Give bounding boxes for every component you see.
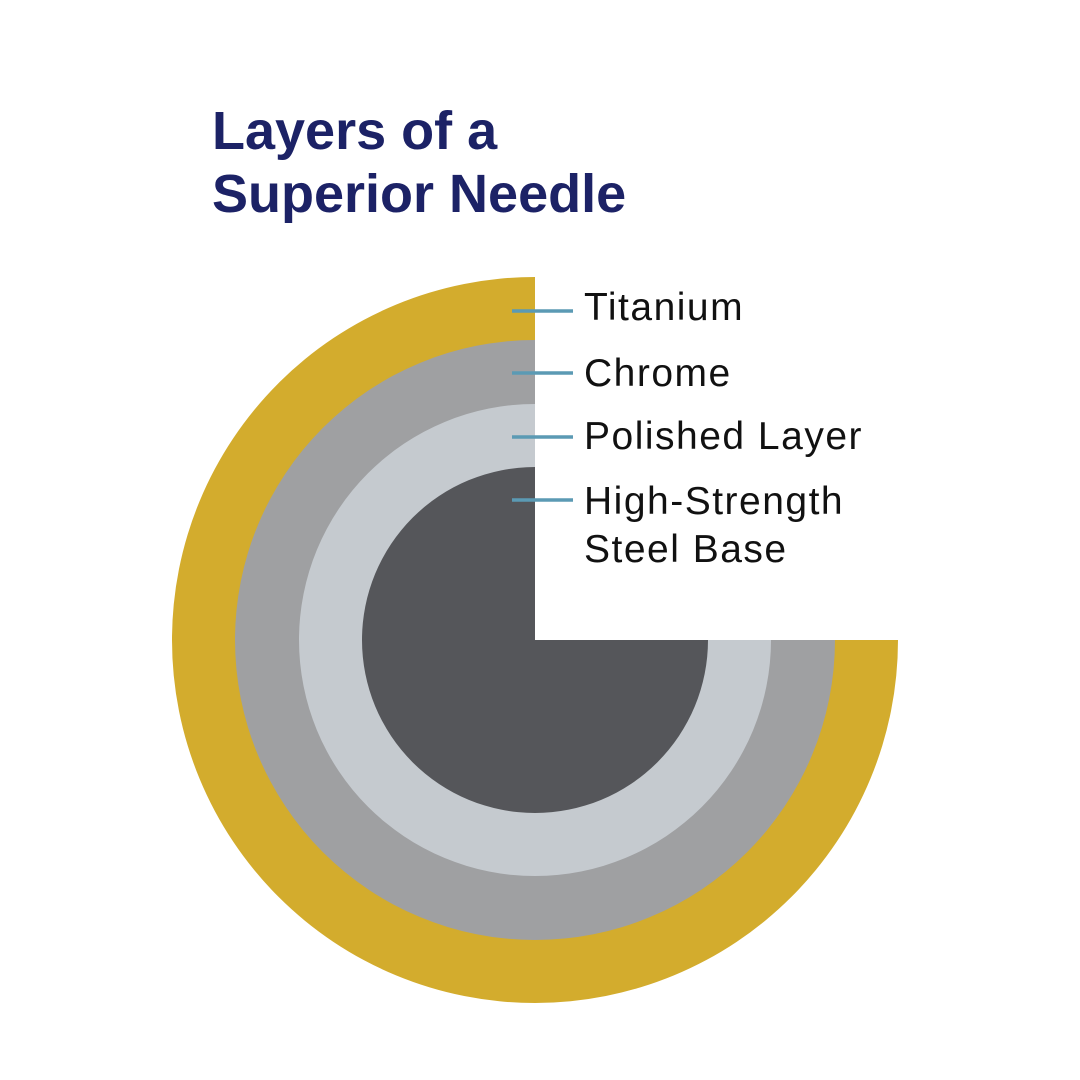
layer-steel-base-core — [362, 467, 708, 813]
label-chrome: Chrome — [584, 352, 732, 395]
title-line-2: Superior Needle — [212, 164, 627, 224]
title-line-1: Layers of a — [212, 101, 498, 161]
page-title: Layers of a Superior Needle — [212, 100, 626, 226]
label-titanium: Titanium — [584, 286, 745, 329]
label-steel-base: High-Strength Steel Base — [584, 480, 845, 571]
label-polished-layer: Polished Layer — [584, 415, 863, 458]
